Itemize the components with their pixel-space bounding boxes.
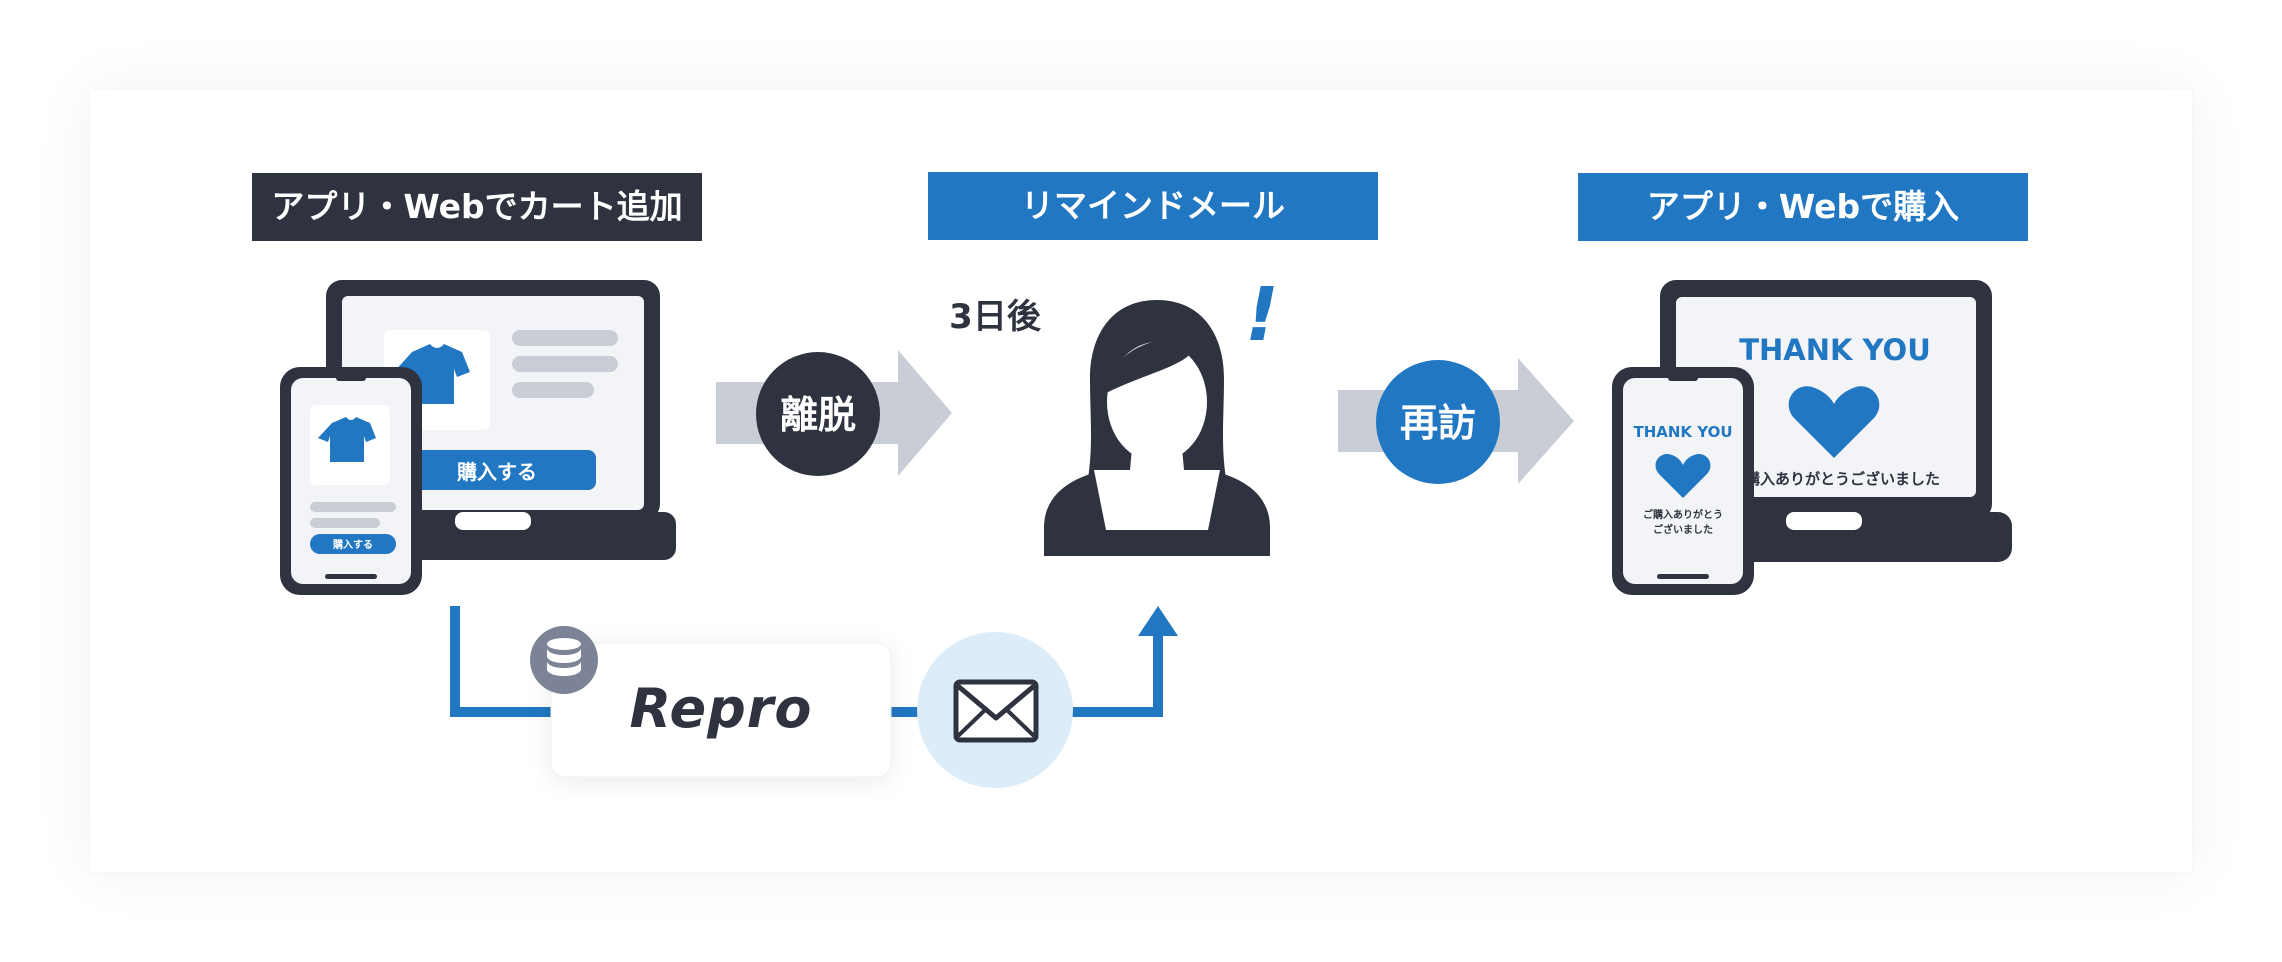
mail-icon	[917, 632, 1073, 788]
step-header-reminder-mail-label: リマインドメール	[1021, 186, 1285, 225]
churn-arrow: 離脱	[716, 350, 952, 476]
person-icon	[1044, 300, 1270, 556]
revisit-arrow: 再訪	[1338, 358, 1574, 484]
phone-purchase: THANK YOU ご購入ありがとう ございました	[1612, 367, 1754, 595]
repro-logo: Repro	[630, 677, 813, 740]
laptop-buy-button[interactable]: 購入する	[414, 450, 596, 490]
phone-thank-you-title: THANK YOU	[1633, 423, 1732, 441]
heart-icon	[1788, 386, 1880, 458]
tshirt-icon	[310, 405, 390, 485]
churn-label: 離脱	[780, 393, 856, 437]
svg-text:購入する: 購入する	[332, 538, 373, 551]
step-header-purchase: アプリ・Webで購入	[1578, 173, 2028, 241]
repro-card: Repro	[550, 642, 892, 778]
phone-buy-button[interactable]: 購入する	[310, 534, 396, 554]
svg-text:購入する: 購入する	[457, 460, 537, 484]
laptop-thank-you-message: ご購入ありがとうございました	[1730, 470, 1940, 488]
revisit-label: 再訪	[1400, 401, 1476, 445]
heart-icon	[1655, 453, 1711, 498]
step-header-add-to-cart: アプリ・Webでカート追加	[252, 173, 702, 241]
laptop-thank-you-title: THANK YOU	[1739, 333, 1931, 367]
database-icon	[530, 626, 598, 694]
phone-thank-you-message-line2: ございました	[1653, 523, 1713, 536]
step-header-purchase-label: アプリ・Webで購入	[1647, 187, 1959, 226]
exclamation-mark: !	[1245, 272, 1279, 358]
phone-thank-you-message-line1: ご購入ありがとう	[1643, 508, 1723, 521]
phone-cart: 購入する	[280, 367, 422, 595]
step-header-add-to-cart-label: アプリ・Webでカート追加	[271, 187, 682, 226]
delay-label: 3日後	[949, 297, 1042, 337]
step-header-reminder-mail: リマインドメール	[928, 172, 1378, 240]
